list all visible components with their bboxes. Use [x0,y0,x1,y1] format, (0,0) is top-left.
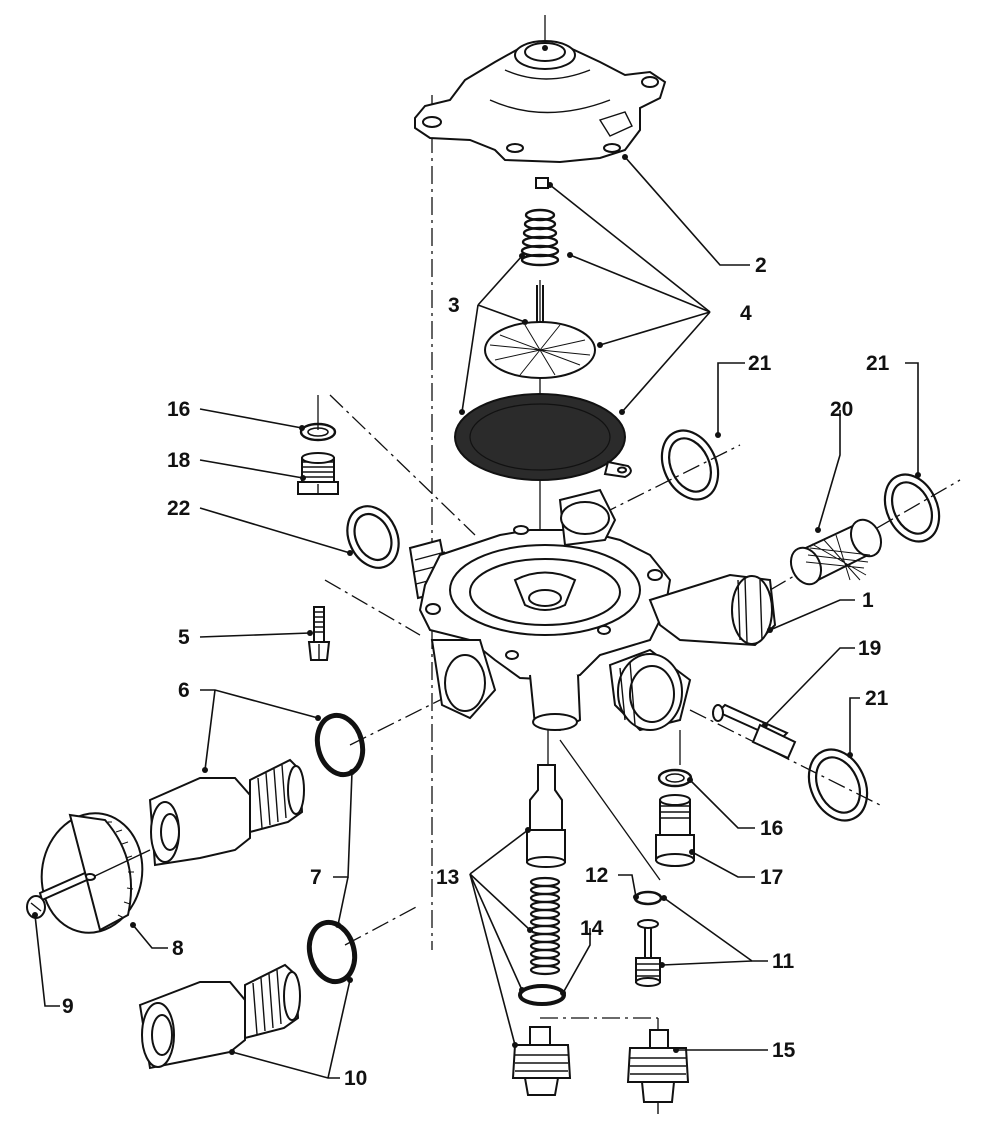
callout-3: 3 [448,294,460,317]
upper-spring [520,208,560,267]
callout-1: 1 [862,589,874,612]
screw [307,606,331,661]
callout-6: 6 [178,679,190,702]
check-valve [633,890,663,987]
callout-13: 13 [436,866,459,889]
plug [297,452,339,495]
leader-lines [32,154,921,1079]
callout-16-lower: 16 [760,817,783,840]
diaphragm-assembly [454,177,632,481]
callout-16-upper: 16 [167,398,190,421]
callout-9: 9 [62,995,74,1018]
callout-5: 5 [178,626,190,649]
callout-20: 20 [830,398,853,421]
piston-assembly [511,764,572,1096]
callout-14: 14 [580,917,604,940]
callout-10: 10 [344,1067,367,1090]
callout-8: 8 [172,937,184,960]
callout-21-upper-right: 21 [866,352,890,375]
callout-21-lower: 21 [865,687,889,710]
callout-17: 17 [760,866,783,889]
valve-body [408,488,777,732]
callout-7: 7 [310,866,322,889]
callout-2: 2 [755,254,767,277]
sealing-rings [299,422,941,822]
adjustment-knob [26,812,151,934]
callout-labels: 2 3 4 21 21 20 16 18 22 5 1 19 6 21 16 1… [62,254,890,1090]
top-cover [414,40,667,164]
callout-18: 18 [167,449,191,472]
o-rings [306,712,366,985]
callout-11: 11 [772,950,795,973]
lower-spring [529,876,561,976]
callout-4: 4 [740,302,752,325]
callout-22: 22 [167,497,190,520]
callout-19: 19 [858,637,881,660]
lower-adapter [138,963,301,1070]
callout-15: 15 [772,1039,796,1062]
callout-12: 12 [585,864,608,887]
valve-seat [626,1029,690,1114]
callout-21-upper-left: 21 [748,352,772,375]
pin [712,703,797,760]
strainer-filter [789,518,883,586]
upper-adapter [148,758,305,867]
cartridge [655,794,695,867]
